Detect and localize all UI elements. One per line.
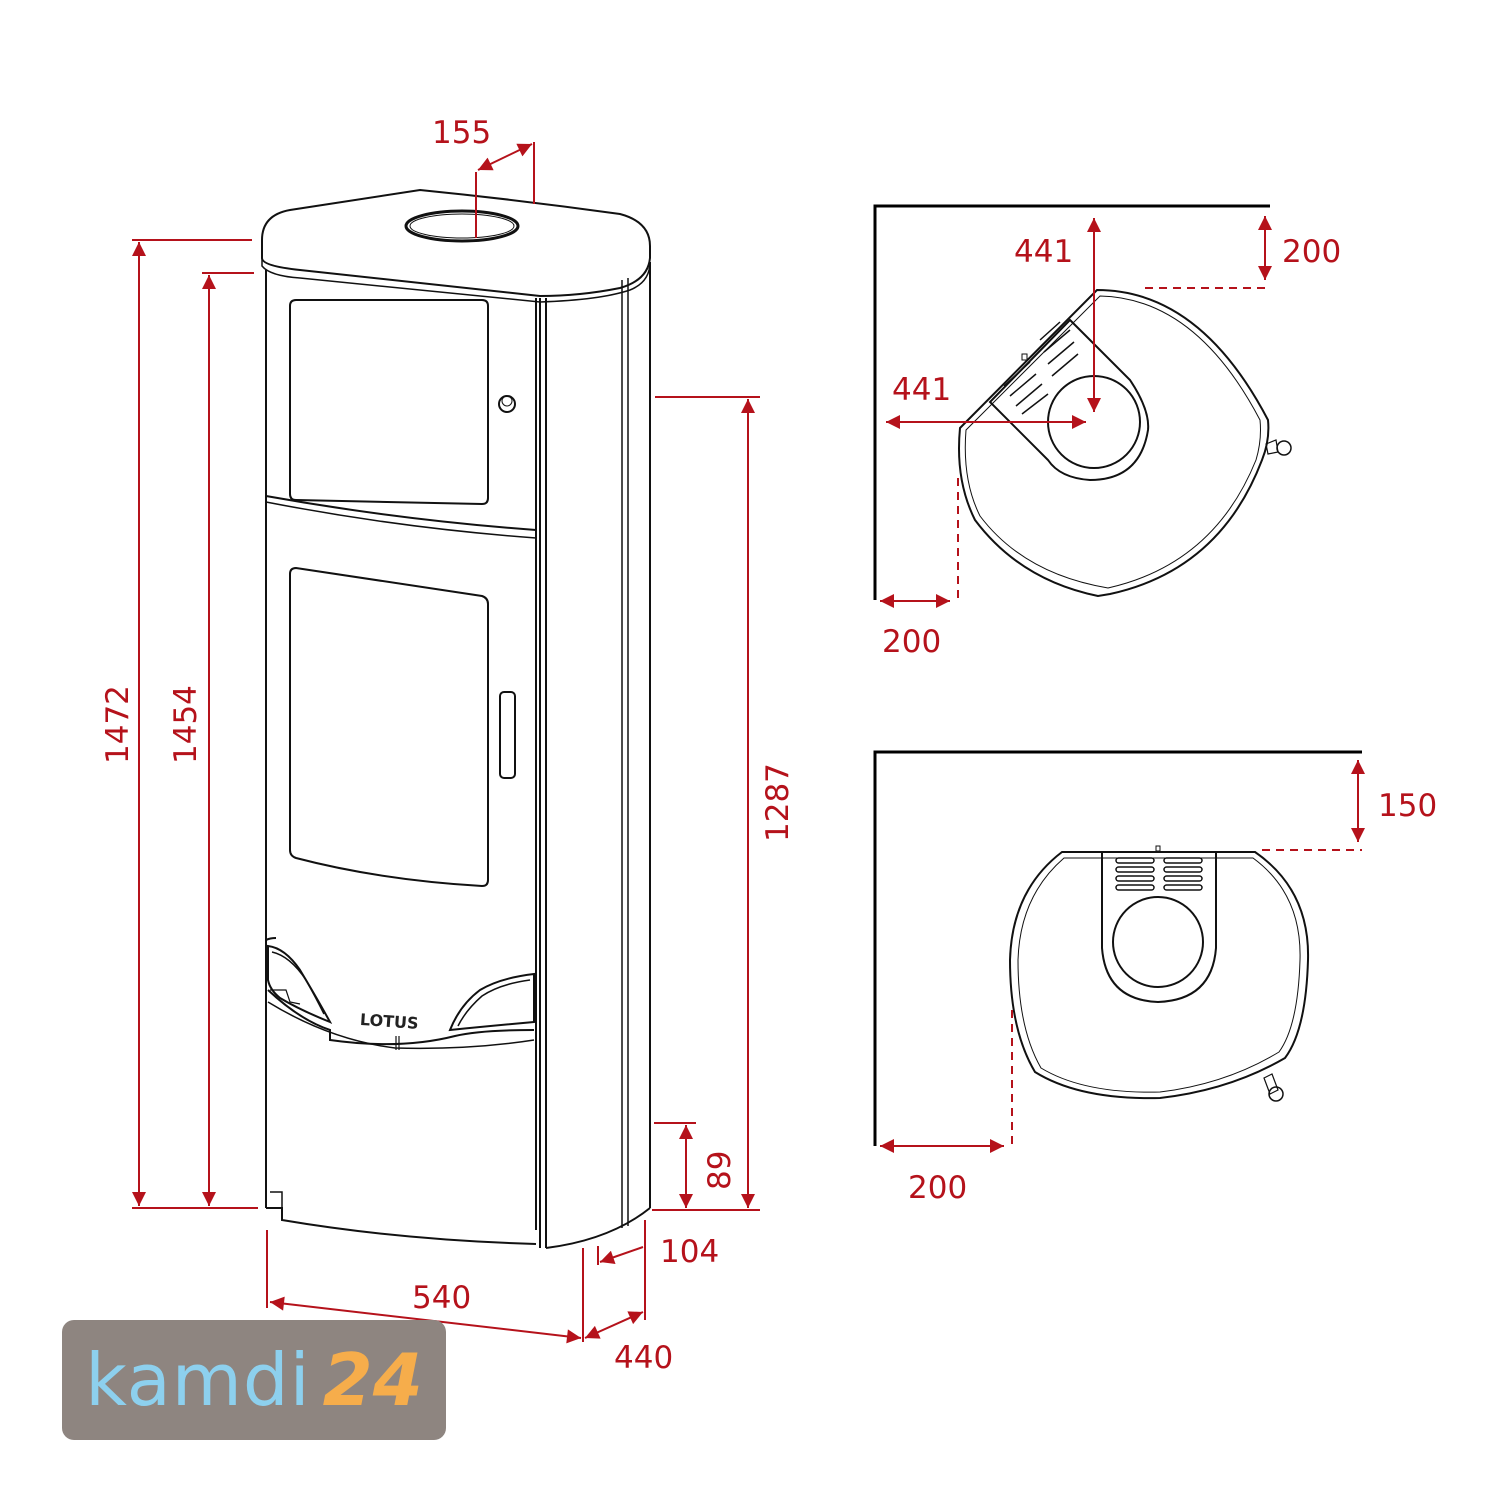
dim-corner-clearance-side: 200 [882, 624, 941, 660]
dim-depth: 440 [614, 1340, 673, 1376]
dim-rear-outlet-height: 1287 [760, 763, 796, 842]
right-air-control [448, 972, 535, 1032]
flue-opening [404, 209, 520, 243]
brand-label: LOTUS [359, 1010, 419, 1033]
logo-number: 24 [322, 1338, 423, 1422]
left-air-control [267, 944, 333, 1024]
dim-width: 540 [412, 1280, 471, 1316]
dim-total-height: 1472 [100, 685, 136, 764]
front-dimension-labels: 155 1472 1454 1287 89 104 540 440 [100, 115, 796, 1376]
corner-walls [873, 204, 1270, 600]
fire-window [289, 566, 489, 888]
dim-corner-flue-side: 441 [892, 372, 951, 408]
corner-installation-plan: 441 441 200 200 [873, 204, 1341, 660]
door-handle [499, 691, 516, 779]
dim-air-inlet-height: 89 [702, 1151, 738, 1190]
dim-flue-top-height: 1454 [168, 685, 204, 764]
upper-window [289, 299, 489, 506]
dim-corner-clearance-back: 200 [1282, 234, 1341, 270]
wall-installation-walls [873, 750, 1362, 1146]
wall-flue-collar [1101, 852, 1217, 1004]
stove-front-view [261, 188, 651, 1249]
wall-flue-pipe [1112, 896, 1204, 988]
corner-flue-collar [988, 318, 1150, 482]
dim-rear-offset: 104 [660, 1234, 719, 1270]
kamdi24-logo: kamdi 24 [62, 1320, 446, 1440]
wall-installation-plan: 150 200 [873, 750, 1437, 1206]
wall-stove-outline [1008, 851, 1310, 1100]
dim-wall-clearance-back: 150 [1378, 788, 1437, 824]
corner-stove-outline [958, 288, 1270, 598]
dim-flue-offset: 155 [432, 115, 491, 151]
dim-corner-flue-back: 441 [1014, 234, 1073, 270]
wall-air-knob [1263, 1073, 1279, 1095]
stove-top-plate [261, 188, 651, 298]
dim-wall-clearance-side: 200 [908, 1170, 967, 1206]
door-knob [498, 395, 516, 413]
logo-word: kamdi [85, 1338, 311, 1422]
front-dimensions [132, 142, 760, 1344]
